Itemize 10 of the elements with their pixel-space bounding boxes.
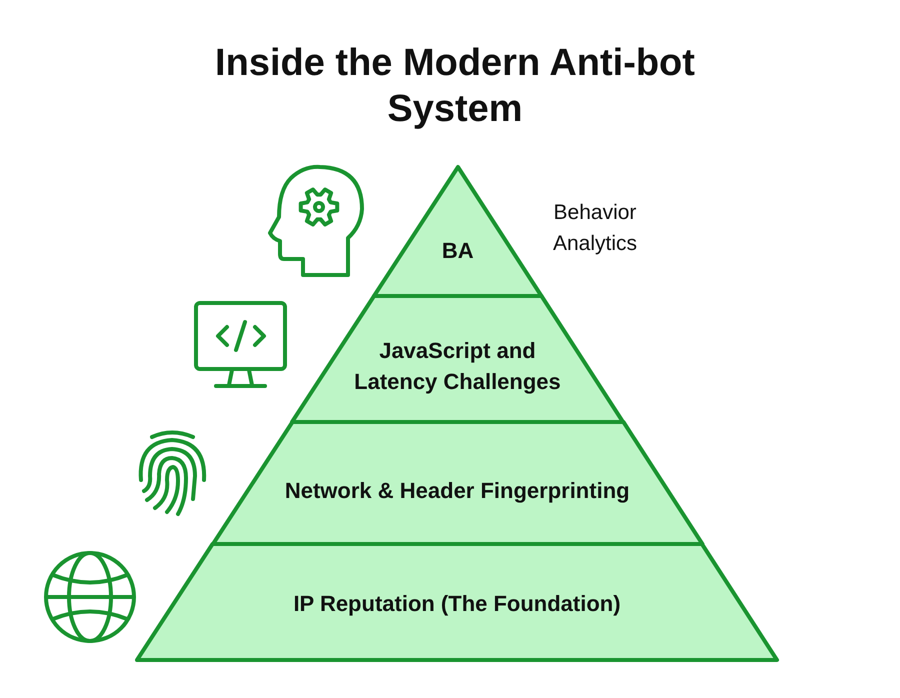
pyramid-tier xyxy=(292,296,623,422)
pyramid-tier xyxy=(137,544,777,660)
tier-label: JavaScript and Latency Challenges xyxy=(353,337,562,396)
tier-label: Network & Header Fingerprinting xyxy=(284,476,630,505)
pyramid-tier xyxy=(212,422,702,544)
pyramid-tier xyxy=(374,167,542,296)
side-caption: Behavior Analytics xyxy=(552,200,638,257)
tier-label: IP Reputation (The Foundation) xyxy=(293,590,621,618)
tier-label: BA xyxy=(442,236,474,264)
title: Inside the Modern Anti-bot System xyxy=(214,41,696,132)
